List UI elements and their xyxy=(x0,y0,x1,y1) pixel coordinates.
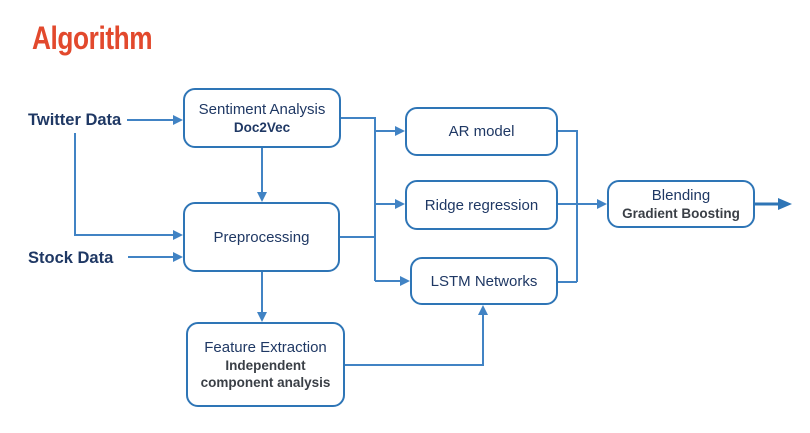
node-title: Ridge regression xyxy=(424,196,539,214)
label-stock-data: Stock Data xyxy=(28,249,114,267)
arrow-twitter-to-preprocessing xyxy=(74,133,183,240)
connector-ar-to-merge xyxy=(558,130,578,282)
node-title: Sentiment Analysis xyxy=(198,101,326,118)
node-subtitle-line-2: component analysis xyxy=(200,375,331,390)
arrow-feature-to-lstm xyxy=(345,305,488,366)
node-subtitle: Gradient Boosting xyxy=(622,206,740,221)
node-ar-model: AR model xyxy=(405,107,558,156)
node-ridge-regression: Ridge regression xyxy=(405,180,558,230)
node-title: AR model xyxy=(448,123,515,140)
node-title: LSTM Networks xyxy=(430,272,538,290)
node-title: Preprocessing xyxy=(213,228,310,246)
connector-sentiment-to-branch xyxy=(341,117,376,281)
label-twitter-data: Twitter Data xyxy=(28,111,122,129)
node-title: Feature Extraction xyxy=(204,339,327,356)
page-title: Algorithm xyxy=(32,20,153,56)
node-subtitle: Doc2Vec xyxy=(233,120,291,135)
node-sentiment-analysis: Sentiment Analysis Doc2Vec xyxy=(183,88,341,148)
node-lstm-networks: LSTM Networks xyxy=(410,257,558,305)
node-title: Blending xyxy=(651,187,711,204)
node-preprocessing: Preprocessing xyxy=(183,202,340,272)
node-feature-extraction: Feature Extraction Independent component… xyxy=(186,322,345,407)
node-blending: Blending Gradient Boosting xyxy=(607,180,755,228)
node-subtitle-line-1: Independent xyxy=(225,358,306,373)
